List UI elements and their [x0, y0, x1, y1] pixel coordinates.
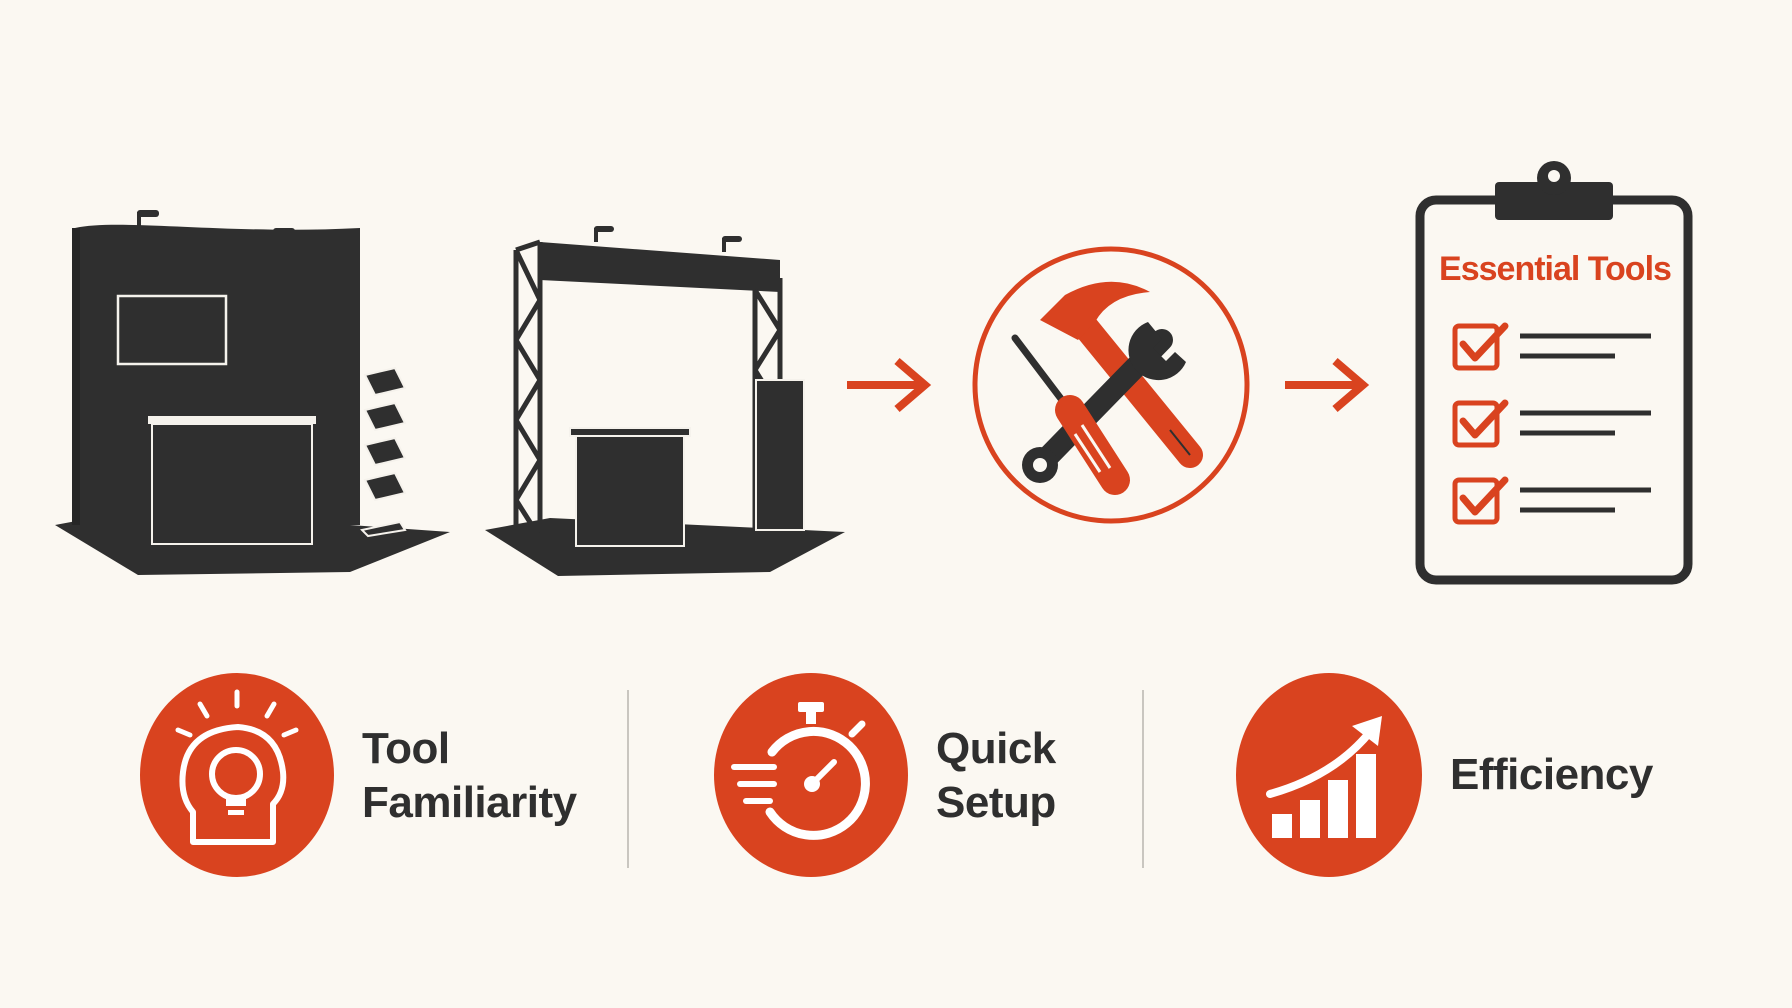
curved-wall-booth-icon	[50, 200, 460, 580]
truss-booth-icon	[480, 220, 855, 580]
growth-chart-icon	[1234, 672, 1424, 878]
divider	[627, 690, 629, 868]
feature-label-quick-setup: Quick Setup	[936, 724, 1056, 827]
clipboard-checklist: Essential Tools	[1415, 158, 1695, 588]
feature-label-tool-familiarity: Tool Familiarity	[362, 724, 577, 827]
lightbulb-head-icon	[138, 672, 336, 878]
arrow-right-icon	[1283, 355, 1373, 415]
hammer-wrench-screwdriver-icon	[970, 240, 1252, 530]
divider	[1142, 690, 1144, 868]
feature-label-efficiency: Efficiency	[1450, 750, 1653, 799]
arrow-right-icon	[845, 355, 935, 415]
checklist-title: Essential Tools	[1439, 250, 1672, 288]
clipboard-icon	[1415, 161, 1693, 585]
stopwatch-icon	[712, 672, 910, 878]
